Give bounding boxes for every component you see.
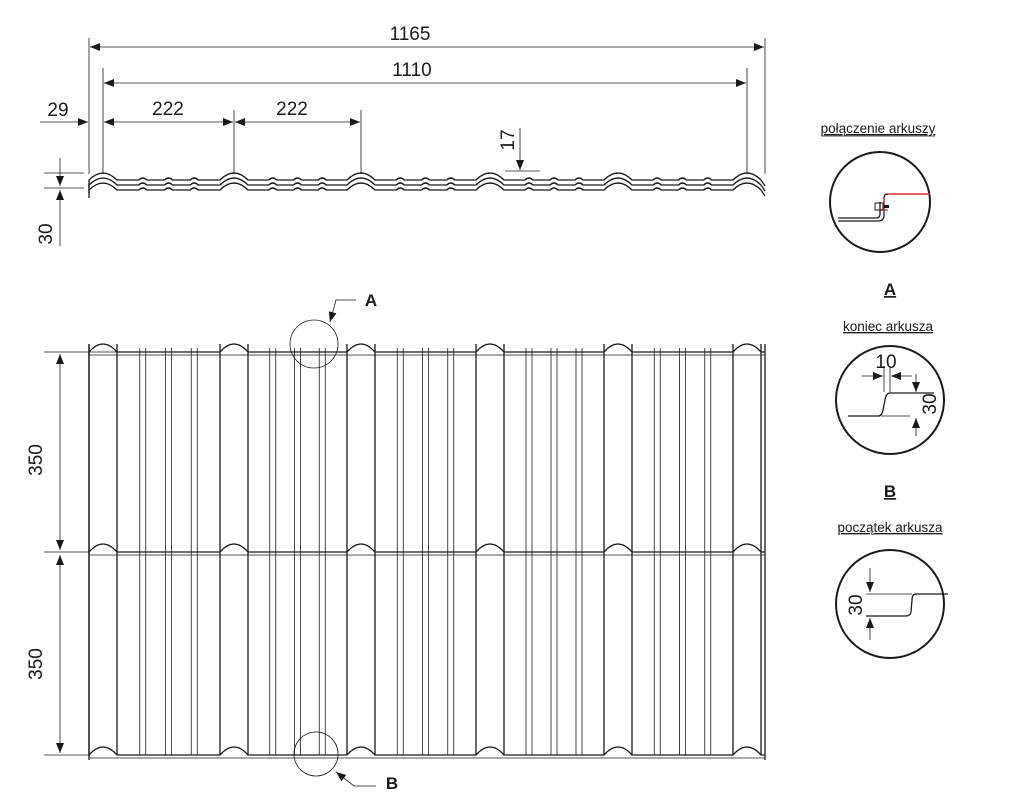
tile-plan	[88, 343, 766, 760]
cross-section-view: 1165 1110 29 222 222 17 30	[36, 24, 766, 246]
dimension-total-width: 1165	[390, 24, 431, 45]
detail-sheet-joint: połączenie arkuszy A	[821, 121, 936, 299]
dimension-step-height: 17	[498, 129, 519, 150]
tile-profile	[88, 172, 766, 198]
callout-leader-b	[335, 771, 376, 787]
extension-lines	[44, 38, 766, 189]
detail-sheet-end: koniec arkusza 10 30 B	[835, 319, 945, 501]
dimension-profile-height: 30	[36, 223, 57, 244]
plan-view: 350 350 A B	[26, 291, 766, 792]
plan-row-edge	[88, 543, 765, 553]
detail-dimension-height-end: 30	[920, 393, 941, 414]
profile-line	[88, 182, 766, 198]
detail-caption-start: początek arkusza	[837, 520, 943, 535]
detail-caption-end: koniec arkusza	[843, 319, 934, 334]
detail-dimension-height-start: 30	[846, 594, 867, 615]
detail-letter-a: A	[884, 280, 896, 299]
dimension-module-length-upper: 350	[26, 444, 47, 476]
dimension-module-1: 222	[152, 99, 184, 120]
callout-marker-b: B	[386, 774, 398, 792]
detail-caption-joint: połączenie arkuszy	[821, 121, 936, 136]
profile-line	[88, 172, 766, 188]
detail-letter-b: B	[884, 482, 896, 501]
profile-line	[88, 177, 766, 193]
dimension-module-length-lower: 350	[26, 648, 47, 680]
detail-sheet-start: początek arkusza 30	[835, 520, 948, 659]
detail-circle-a	[289, 319, 339, 369]
plan-row-edge	[88, 343, 765, 353]
callout-leader-a	[328, 299, 356, 323]
detail-dimension-width: 10	[875, 352, 896, 373]
callout-marker-a: A	[365, 291, 377, 310]
dimension-effective-width: 1110	[392, 60, 431, 81]
dimension-module-2: 222	[276, 99, 308, 120]
plan-row-edge	[88, 746, 765, 756]
detail-circle-b	[293, 731, 339, 777]
dimension-edge-offset: 29	[47, 100, 68, 121]
